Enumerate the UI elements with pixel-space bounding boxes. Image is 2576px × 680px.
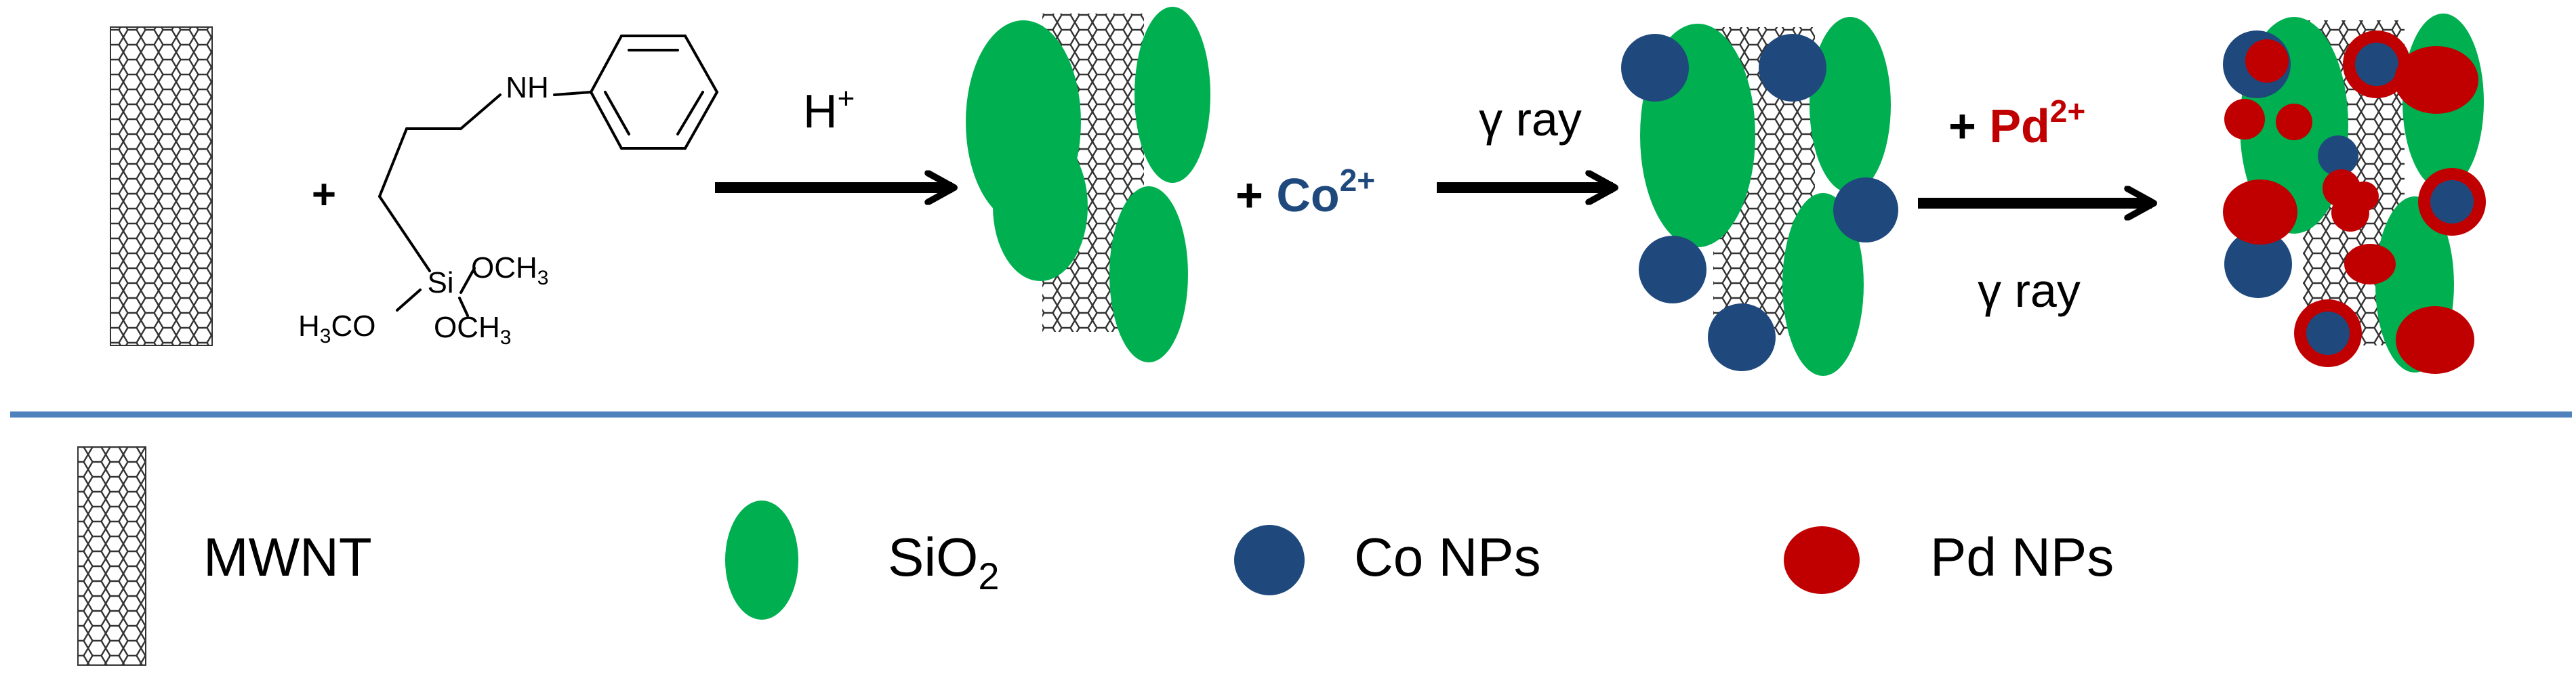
legend-mwnt-label: MWNT	[203, 527, 372, 587]
mwnt-sio2-product	[966, 7, 1210, 362]
palladium-reagent-label: + Pd2+	[1948, 93, 2085, 152]
legend-pd-label: Pd NPs	[1930, 527, 2114, 587]
och3-bottom-label: OCH3	[434, 311, 511, 349]
legend-sio2-label: SiO2	[888, 527, 1000, 597]
h3co-label: H3CO	[298, 310, 375, 347]
red-circle-icon	[1784, 526, 1860, 594]
cobalt-reagent-label: + Co2+	[1235, 163, 1375, 221]
silane-molecule: NH Si OCH3 H3CO OCH3	[298, 35, 719, 349]
och3-right-label: OCH3	[471, 251, 548, 289]
mwnt-sio2-co-product	[1621, 17, 1898, 376]
si-label: Si	[427, 266, 453, 299]
mwnt-sio2-co-pd-product	[2223, 14, 2486, 374]
blue-circle-icon	[1234, 525, 1305, 595]
proton-label: H+	[803, 82, 855, 137]
mwnt-start	[110, 26, 213, 346]
nh-label: NH	[506, 71, 549, 104]
legend-co-label: Co NPs	[1354, 527, 1541, 587]
mwnt-tube-icon	[77, 446, 146, 666]
gamma-ray-label-2: γ ray	[1978, 264, 2081, 317]
plus-sign: +	[312, 171, 336, 218]
legend: MWNT SiO2 Co NPs Pd NPs	[77, 446, 2114, 666]
green-ellipse-icon	[725, 501, 798, 620]
gamma-ray-label-1: γ ray	[1479, 93, 1582, 146]
